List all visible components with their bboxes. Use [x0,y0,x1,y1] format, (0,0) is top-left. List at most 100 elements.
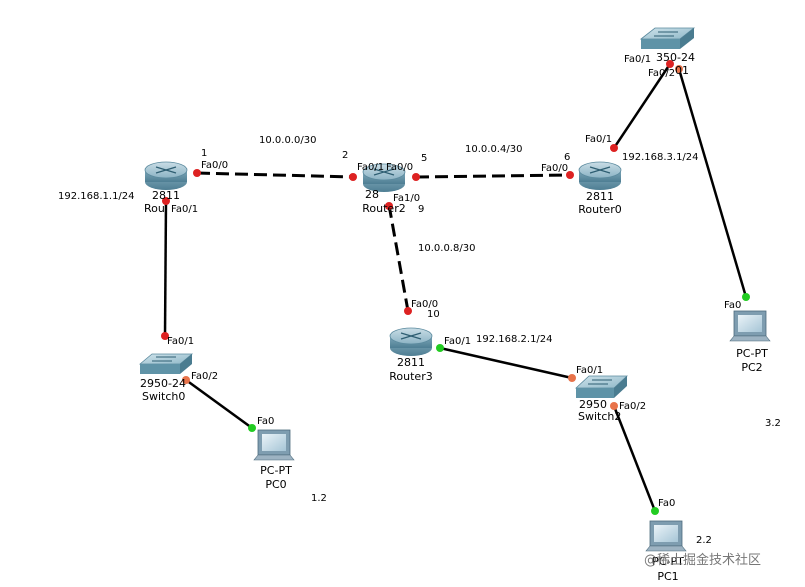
octet-r0-wan: 6 [564,152,570,163]
pc1-name: PC1 [657,570,678,583]
port-label-sw1-fa02: Fa0/2 [648,68,675,79]
switch1[interactable] [639,27,696,49]
port-label-sw1-fa01: Fa0/1 [624,54,651,65]
octet-pc0: 1.2 [311,493,327,504]
octet-r1-wan: 1 [201,148,207,159]
port-label-pc1: Fa0 [658,498,675,509]
port-label-pc0: Fa0 [257,416,274,427]
port-dot-sw1-fa01 [666,60,674,68]
port-label-r1-fa01: Fa0/1 [171,204,198,215]
pc1-type: PC-PT [652,555,684,568]
pc0-name: PC0 [265,478,286,491]
link-r1-switch0[interactable] [163,199,168,337]
pc0-type: PC-PT [260,464,292,477]
router3-model: 2811 [397,356,425,369]
router-arrows-icon [400,332,422,340]
router0-model: 2811 [586,190,614,203]
pc2[interactable] [729,310,771,342]
router-arrows-icon [589,166,611,174]
switch1-name: 01 [675,64,689,77]
link-r2-r0[interactable] [415,173,571,179]
router1-model: 2811 [152,189,180,202]
octet-r2-to-r0: 5 [421,153,427,164]
network-r2-r3: 10.0.0.8/30 [418,243,475,254]
link-r2-r3[interactable] [387,204,410,312]
link-r1-r2[interactable] [196,171,354,179]
port-label-r2-fa10: Fa1/0 [393,193,420,204]
device-labels: 2811 Rou 28 Router2 2811 Router0 2811 Ro… [140,51,768,583]
octet-pc1: 2.2 [696,535,712,546]
link-switch2-pc1[interactable] [612,405,657,512]
switch-arrows-icon [654,31,678,37]
port-label-sw2-fa02: Fa0/2 [619,401,646,412]
port-label-r1-fa00: Fa0/0 [201,160,228,171]
port-dot-r0-fa01 [610,144,618,152]
switch2[interactable] [574,375,629,398]
router-arrows-icon [373,168,395,176]
port-dot-pc1 [651,507,659,515]
router1-name: Rou [144,202,165,215]
port-label-sw0-fa01: Fa0/1 [167,336,194,347]
port-label-r0-fa00: Fa0/0 [541,163,568,174]
port-label-pc2: Fa0 [724,300,741,311]
port-dot-r0-fa00 [566,171,574,179]
watermark: @稀土掘金技术社区 [644,552,761,568]
switch-arrows-icon [588,379,612,385]
port-label-sw2-fa01: Fa0/1 [576,365,603,376]
port-dot-r2-fa01 [349,173,357,181]
switch2-name: Switch2 [578,410,621,423]
router3[interactable] [389,327,433,356]
link-switch1-pc2[interactable] [677,68,748,298]
port-labels: Fa0/0 Fa0/1 Fa0/1 Fa0/0 Fa1/0 Fa0/0 Fa0/… [167,54,741,509]
port-dot-pc2 [742,293,750,301]
switch1-model: 350-24 [656,51,695,64]
port-label-sw0-fa02: Fa0/2 [191,371,218,382]
port-dot-sw0-fa02 [182,376,190,384]
router3-name: Router3 [389,370,432,383]
switch0[interactable] [138,353,194,374]
port-label-r2-fa01: Fa0/1 [357,162,384,173]
router-arrows-icon [155,166,177,174]
pc0[interactable] [253,429,295,461]
port-dot-pc0 [248,424,256,432]
link-r3-switch2[interactable] [439,346,573,380]
switch0-model: 2950-24 [140,377,186,390]
port-dot-r2-fa00 [412,173,420,181]
address-r1-lan: 192.168.1.1/24 [58,191,135,202]
port-label-r0-fa01: Fa0/1 [585,134,612,145]
network-labels: 10.0.0.0/30 10.0.0.4/30 10.0.0.8/30 192.… [58,135,699,345]
address-r0-lan: 192.168.3.1/24 [622,152,699,163]
switch-arrows-icon [152,356,176,362]
port-label-r3-fa00: Fa0/0 [411,299,438,310]
network-r1-r2: 10.0.0.0/30 [259,135,316,146]
link-switch0-pc0[interactable] [185,378,253,430]
links [163,63,748,512]
pc2-type: PC-PT [736,347,768,360]
router0[interactable] [578,161,622,190]
port-status-dots [161,60,750,515]
port-dot-sw2-fa01 [568,374,576,382]
port-dot-r2-fa10 [385,202,393,210]
router1[interactable] [144,161,188,190]
octet-r2-to-r1: 2 [342,150,348,161]
port-dot-r1-fa00 [193,169,201,177]
host-octet-labels: 1 2 5 6 9 10 1.2 2.2 3.2 [201,148,781,546]
port-dot-sw2-fa02 [610,402,618,410]
router2[interactable] [362,163,406,192]
port-label-r2-fa00: Fa0/0 [386,162,413,173]
pc2-name: PC2 [741,361,762,374]
router2-model: 28 [365,188,379,201]
octet-r2-to-r3: 9 [418,204,424,215]
port-dot-r3-fa01 [436,344,444,352]
port-dot-r1-fa01 [162,197,170,205]
octet-r3-wan: 10 [427,309,440,320]
link-r0-switch1[interactable] [612,63,672,149]
port-label-r3-fa01: Fa0/1 [444,336,471,347]
router0-name: Router0 [578,203,621,216]
pc1[interactable] [645,520,687,552]
port-dot-r3-fa00 [404,307,412,315]
port-dot-sw1-fa02 [675,65,683,73]
router2-name: Router2 [362,202,405,215]
network-r2-r0: 10.0.0.4/30 [465,144,522,155]
